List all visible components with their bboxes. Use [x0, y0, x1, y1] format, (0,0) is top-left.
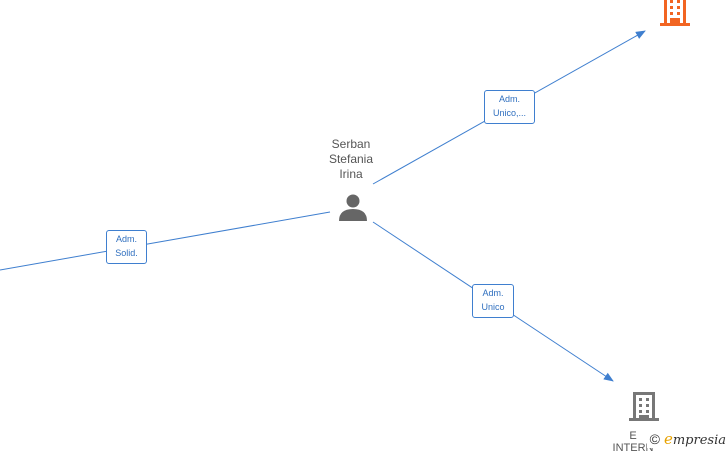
person-name-line: Irina	[339, 167, 363, 181]
relation-label-line: Solid.	[115, 248, 138, 258]
brand-name: mpresia	[672, 433, 726, 448]
relation-label-line: Unico	[481, 302, 505, 312]
building-icon[interactable]	[629, 392, 659, 421]
relation-label-top-right[interactable]: Adm. Unico,...	[484, 90, 535, 124]
person-icon[interactable]	[339, 194, 367, 222]
brand-logo: empresia	[664, 430, 726, 448]
edge-to-left-company	[0, 211, 331, 271]
relation-label-line: Adm.	[115, 234, 137, 244]
building-icon[interactable]	[660, 0, 690, 26]
copyright-symbol: ©	[649, 431, 660, 447]
person-name-line: Stefania	[328, 152, 374, 166]
watermark: © empresia	[646, 430, 726, 448]
relation-label-line: Adm.	[498, 94, 520, 104]
person-name-line: Serban	[331, 137, 371, 151]
relation-label-bottom-right[interactable]: Adm. Unico	[472, 284, 514, 318]
brand-initial: e	[663, 430, 673, 448]
person-name[interactable]: Serban Stefania Irina	[311, 137, 391, 182]
relation-label-left[interactable]: Adm. Solid.	[106, 230, 147, 264]
company-label-line: E	[629, 430, 637, 442]
relation-label-line: Unico,...	[492, 108, 526, 118]
relation-label-line: Adm.	[482, 288, 504, 298]
